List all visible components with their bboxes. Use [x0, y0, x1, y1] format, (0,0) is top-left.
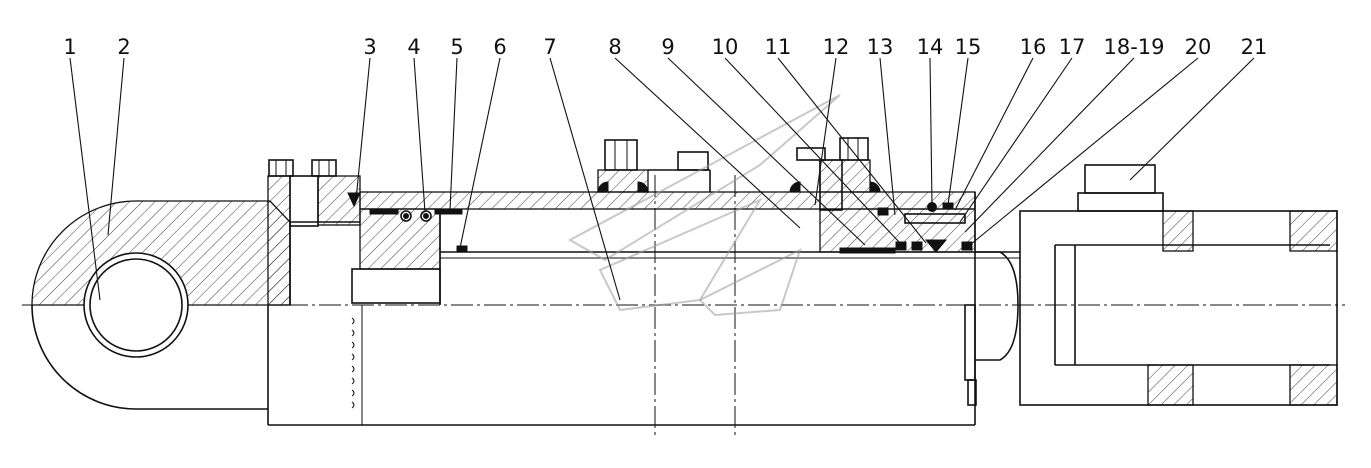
front-clevis [1019, 164, 1338, 406]
callout-13: 13 [867, 35, 894, 59]
rod-guide [789, 137, 976, 254]
callout-8: 8 [608, 35, 621, 59]
leader-lines [69, 57, 1255, 301]
callout-2: 2 [117, 35, 130, 59]
callout-16: 16 [1020, 35, 1047, 59]
callout-17: 17 [1059, 35, 1086, 59]
port-block [597, 139, 711, 193]
callout-labels: 1 2 3 4 5 6 7 8 9 10 11 12 13 14 15 16 1… [63, 35, 1267, 59]
watermark-logo [567, 94, 841, 317]
weld-marks [351, 305, 363, 425]
callout-21: 21 [1241, 35, 1268, 59]
rod-end-nut [964, 251, 1019, 406]
callout-20: 20 [1185, 35, 1212, 59]
callout-11: 11 [765, 35, 792, 59]
callout-3: 3 [363, 35, 376, 59]
callout-15: 15 [955, 35, 982, 59]
callout-9: 9 [661, 35, 674, 59]
callout-7: 7 [543, 35, 556, 59]
rear-bolts [268, 159, 337, 227]
callout-5: 5 [450, 35, 463, 59]
callout-1: 1 [63, 35, 76, 59]
callout-18-19: 18-19 [1103, 35, 1164, 59]
callout-12: 12 [823, 35, 850, 59]
callout-14: 14 [917, 35, 944, 59]
callout-4: 4 [407, 35, 420, 59]
piston-rod [439, 251, 1020, 305]
callout-6: 6 [493, 35, 506, 59]
rear-eye-lug [31, 175, 361, 425]
callout-10: 10 [712, 35, 739, 59]
piston [351, 208, 468, 304]
